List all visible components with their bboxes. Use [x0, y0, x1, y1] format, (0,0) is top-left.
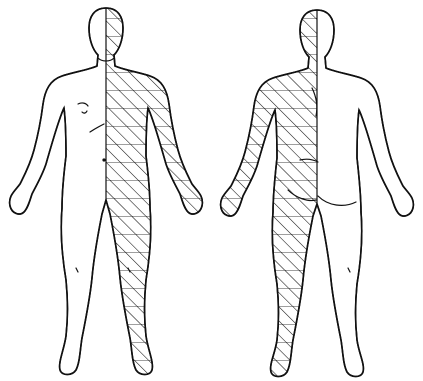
front-figure — [10, 0, 216, 381]
back-shaded-half — [200, 0, 317, 381]
front-shaded-half — [106, 0, 216, 381]
back-figure — [200, 0, 413, 381]
front-navel — [102, 158, 105, 161]
